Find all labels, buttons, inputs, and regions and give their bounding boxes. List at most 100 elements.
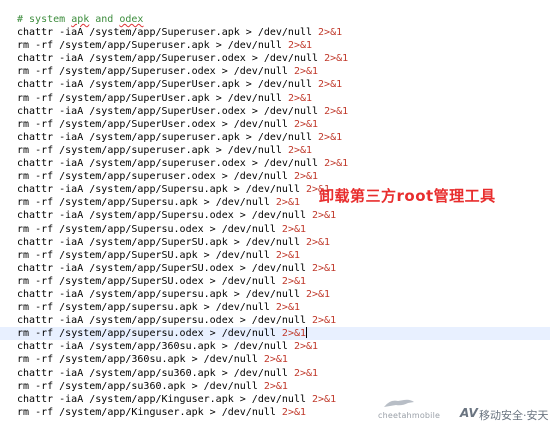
stderr-redirect-token: 2>&1 (293, 118, 319, 130)
code-line[interactable]: chattr -iaA /system/app/superuser.apk > … (0, 131, 550, 144)
redirect-target-token: > /dev/null (215, 92, 288, 104)
redirect-target-token: > /dev/null (233, 184, 306, 196)
stderr-redirect-token: 2>&1 (293, 341, 319, 353)
code-line[interactable]: chattr -iaA /system/app/Superuser.apk > … (0, 26, 550, 39)
stderr-redirect-token: 2>&1 (324, 105, 349, 117)
code-line[interactable]: chattr -iaA /system/app/360su.apk > /dev… (0, 340, 550, 353)
argument-token: -iaA /system/app/SuperUser.odex (53, 105, 252, 117)
argument-token: -iaA /system/app/supersu.apk (53, 288, 234, 300)
command-token: chattr (17, 262, 54, 274)
argument-token: -iaA /system/app/SuperUser.apk (53, 79, 246, 91)
argument-token: -rf /system/app/360su.apk (29, 354, 192, 366)
argument-token: -iaA /system/app/Supersu.odex (53, 210, 240, 222)
code-line[interactable]: chattr -iaA /system/app/Kinguser.apk > /… (0, 393, 550, 406)
watermark: cheetahmobile AV 移动安全·安天 (378, 395, 550, 427)
command-token: chattr (17, 53, 54, 65)
stderr-redirect-token: 2>&1 (306, 236, 331, 248)
argument-token: -iaA /system/app/supersu.odex (53, 315, 240, 327)
code-line[interactable]: chattr -iaA /system/app/SuperUser.apk > … (0, 78, 550, 91)
code-line[interactable]: rm -rf /system/app/supersu.apk > /dev/nu… (0, 301, 550, 314)
redirect-target-token: > /dev/null (239, 210, 313, 222)
argument-token: -rf /system/app/Superuser.odex (29, 66, 222, 78)
code-line[interactable]: # system apk and odex (0, 13, 550, 26)
code-line[interactable]: chattr -iaA /system/app/SuperSU.odex > /… (0, 262, 550, 275)
redirect-target-token: > /dev/null (221, 66, 294, 78)
code-line[interactable]: rm -rf /system/app/SuperSU.apk > /dev/nu… (0, 249, 550, 262)
code-line[interactable]: rm -rf /system/app/360su.apk > /dev/null… (0, 353, 550, 366)
command-token: rm (17, 144, 30, 156)
command-token: rm (17, 223, 30, 235)
code-line[interactable]: chattr -iaA /system/app/su360.apk > /dev… (0, 367, 550, 380)
command-token: rm (17, 302, 30, 314)
watermark-cheetah-text: cheetahmobile (378, 411, 441, 420)
code-line[interactable]: rm -rf /system/app/SuperUser.apk > /dev/… (0, 92, 550, 105)
code-line[interactable]: rm -rf /system/app/SuperSU.odex > /dev/n… (0, 275, 550, 288)
redirect-target-token: > /dev/null (221, 341, 294, 353)
code-line[interactable]: rm -rf /system/app/supersu.odex > /dev/n… (0, 327, 550, 341)
stderr-redirect-token: 2>&1 (312, 393, 337, 405)
redirect-target-token: > /dev/null (221, 171, 294, 183)
stderr-redirect-token: 2>&1 (275, 302, 300, 314)
redirect-target-token: > /dev/null (239, 315, 313, 327)
code-line[interactable]: rm -rf /system/app/Supersu.odex > /dev/n… (0, 223, 550, 236)
stderr-redirect-token: 2>&1 (293, 66, 319, 78)
redirect-target-token: > /dev/null (203, 302, 276, 314)
code-line[interactable]: chattr -iaA /system/app/SuperUser.odex >… (0, 105, 550, 118)
redirect-target-token: > /dev/null (245, 79, 319, 91)
command-token: rm (17, 118, 30, 130)
text-caret (306, 327, 308, 339)
argument-token: -rf /system/app/superuser.apk (29, 144, 216, 156)
code-line[interactable]: rm -rf /system/app/SuperUser.odex > /dev… (0, 118, 550, 131)
stderr-redirect-token: 2>&1 (324, 53, 349, 65)
stderr-redirect-token: 2>&1 (324, 158, 349, 170)
comment-text: apk (71, 14, 90, 25)
command-token: chattr (17, 27, 54, 39)
code-line[interactable]: chattr -iaA /system/app/supersu.odex > /… (0, 314, 550, 327)
argument-token: -iaA /system/app/su360.apk (53, 367, 222, 379)
argument-token: -rf /system/app/SuperUser.odex (29, 118, 222, 130)
stderr-redirect-token: 2>&1 (312, 210, 337, 222)
argument-token: -rf /system/app/supersu.odex (29, 328, 210, 340)
code-line[interactable]: chattr -iaA /system/app/superuser.odex >… (0, 157, 550, 170)
argument-token: -rf /system/app/Kinguser.apk (29, 406, 210, 418)
code-line[interactable]: chattr -iaA /system/app/SuperSU.apk > /d… (0, 236, 550, 249)
redirect-target-token: > /dev/null (251, 105, 325, 117)
command-token: rm (17, 92, 30, 104)
command-token: rm (17, 249, 30, 261)
code-line[interactable]: rm -rf /system/app/su360.apk > /dev/null… (0, 380, 550, 393)
redirect-target-token: > /dev/null (251, 53, 325, 65)
cheetah-logo-icon (384, 399, 414, 407)
redirect-target-token: > /dev/null (251, 158, 325, 170)
stderr-redirect-token: 2>&1 (275, 249, 300, 261)
redirect-target-token: > /dev/null (245, 131, 319, 143)
code-line[interactable]: rm -rf /system/app/superuser.apk > /dev/… (0, 144, 550, 157)
code-line[interactable]: rm -rf /system/app/Supersu.apk > /dev/nu… (0, 196, 550, 209)
redirect-target-token: > /dev/null (203, 249, 276, 261)
argument-token: -rf /system/app/Superuser.apk (29, 40, 216, 52)
command-token: rm (17, 171, 30, 183)
argument-token: -rf /system/app/SuperSU.odex (29, 275, 210, 287)
command-token: rm (17, 380, 30, 392)
redirect-target-token: > /dev/null (209, 223, 282, 235)
code-line[interactable]: chattr -iaA /system/app/Superuser.odex >… (0, 52, 550, 65)
code-line[interactable]: chattr -iaA /system/app/Supersu.apk > /d… (0, 183, 550, 196)
code-line[interactable]: chattr -iaA /system/app/supersu.apk > /d… (0, 288, 550, 301)
stderr-redirect-token: 2>&1 (281, 275, 307, 287)
command-token: chattr (17, 210, 54, 222)
watermark-brand-text: 移动安全·安天 (479, 409, 549, 422)
argument-token: -iaA /system/app/Superuser.odex (53, 53, 252, 65)
stderr-redirect-token: 2>&1 (312, 315, 337, 327)
stderr-redirect-token: 2>&1 (293, 367, 319, 379)
code-line[interactable]: rm -rf /system/app/Superuser.apk > /dev/… (0, 39, 550, 52)
stderr-redirect-token: 2>&1 (287, 40, 313, 52)
code-line[interactable]: rm -rf /system/app/superuser.odex > /dev… (0, 170, 550, 183)
code-line[interactable]: rm -rf /system/app/Kinguser.apk > /dev/n… (0, 406, 550, 419)
code-line[interactable]: chattr -iaA /system/app/Supersu.odex > /… (0, 209, 550, 222)
stderr-redirect-token: 2>&1 (263, 354, 288, 366)
code-line[interactable]: rm -rf /system/app/Superuser.odex > /dev… (0, 65, 550, 78)
stderr-redirect-token: 2>&1 (306, 288, 331, 300)
argument-token: -iaA /system/app/360su.apk (53, 341, 222, 353)
redirect-target-token: > /dev/null (221, 367, 294, 379)
